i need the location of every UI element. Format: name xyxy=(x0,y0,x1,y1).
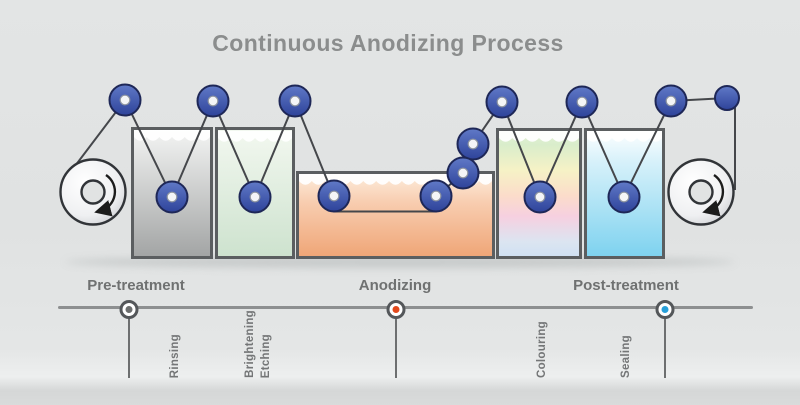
guide-roller xyxy=(565,85,599,119)
guide-roller xyxy=(446,156,480,190)
step-label-etching: Etching xyxy=(260,333,272,378)
guide-roller xyxy=(456,127,490,161)
immersion-roller xyxy=(523,180,557,214)
stage-label-pretreatment: Pre-treatment xyxy=(87,277,185,294)
process-line-diagram xyxy=(59,83,740,268)
guide-roller-small xyxy=(714,85,740,111)
timeline-tick xyxy=(395,316,397,378)
step-label-sealing: Sealing xyxy=(620,334,632,378)
diagram-title: Continuous Anodizing Process xyxy=(212,30,564,56)
immersion-roller xyxy=(155,180,189,214)
guide-roller xyxy=(278,84,312,118)
step-label-rinsing: Rinsing xyxy=(169,333,181,378)
timeline-axis xyxy=(58,306,753,309)
stage-label-anodizing: Anodizing xyxy=(358,277,432,294)
liquid-wave xyxy=(587,131,662,142)
milestone-marker-pretreatment xyxy=(119,300,139,319)
milestone-dot xyxy=(392,306,400,313)
recoiler-reel xyxy=(667,158,735,226)
guide-roller xyxy=(654,84,688,118)
milestone-dot xyxy=(125,306,133,313)
timeline-tick xyxy=(128,316,130,378)
uncoiler-reel xyxy=(59,158,127,226)
milestone-marker-anodizing xyxy=(386,300,406,319)
liquid-wave xyxy=(498,131,579,142)
liquid-wave xyxy=(218,131,292,142)
guide-roller xyxy=(196,84,230,118)
timeline-tick xyxy=(664,316,666,378)
milestone-dot xyxy=(661,306,669,313)
immersion-roller xyxy=(607,180,641,214)
step-label-colouring: Colouring xyxy=(536,321,548,378)
guide-roller xyxy=(485,85,519,119)
milestone-marker-posttreatment xyxy=(655,300,675,319)
guide-roller xyxy=(108,83,142,117)
immersion-roller xyxy=(238,180,272,214)
immersion-roller xyxy=(317,179,351,213)
liquid-wave xyxy=(134,130,210,141)
step-label-brightening: Brightening xyxy=(244,310,256,378)
rotation-arrow-icon xyxy=(94,174,117,217)
rotation-arrow-icon xyxy=(702,174,725,217)
metal-strip-line xyxy=(71,97,736,213)
immersion-roller xyxy=(419,179,453,213)
stage-label-posttreatment: Post-treatment xyxy=(573,277,679,294)
